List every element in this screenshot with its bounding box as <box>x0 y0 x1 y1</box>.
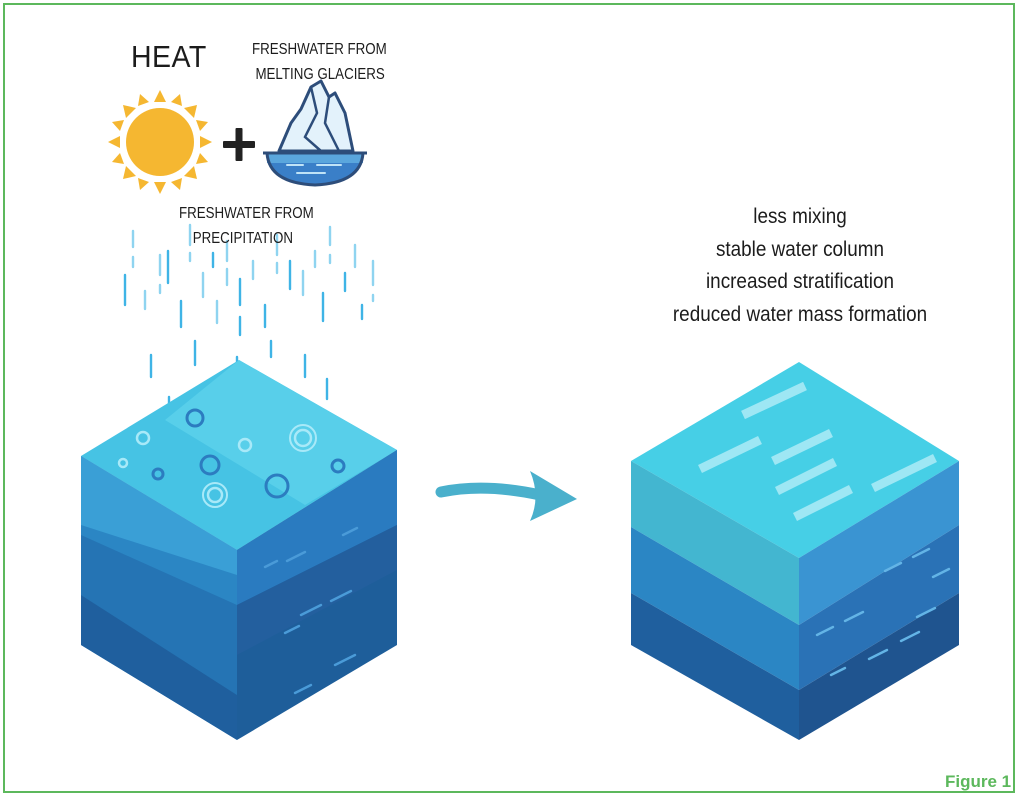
precipitation-freshwater-label: FRESHWATER FROM PRECIPITATION <box>179 201 314 251</box>
effect-less-mixing: less mixing <box>753 205 847 228</box>
figure-frame: HEAT FRESHWATER FROM MELTING GLACIERS FR… <box>3 3 1015 793</box>
heat-label: HEAT <box>131 39 207 74</box>
glacier-freshwater-label: FRESHWATER FROM MELTING GLACIERS <box>252 37 387 87</box>
figure-caption: Figure 1 <box>945 772 1012 791</box>
effect-reduced-formation: reduced water mass formation <box>672 302 928 326</box>
rain-icon <box>123 223 375 415</box>
precip-label-line-2: PRECIPITATION <box>192 230 293 247</box>
stratified-ocean-cube <box>631 362 959 740</box>
glacier-label-line-1: FRESHWATER FROM <box>252 41 387 58</box>
plus-icon <box>223 128 255 161</box>
effect-stratification: increased stratification <box>705 270 895 293</box>
precip-label-line-1: FRESHWATER FROM <box>179 205 314 222</box>
iceberg-icon <box>263 79 367 187</box>
diagram-illustration <box>81 79 959 740</box>
arrow-icon <box>435 471 577 521</box>
mixed-ocean-cube <box>81 360 397 740</box>
effect-stable-column: stable water column <box>715 237 885 261</box>
sun-icon <box>108 90 212 194</box>
effects-list: less mixing stable water column increase… <box>661 201 940 331</box>
glacier-label-line-2: MELTING GLACIERS <box>255 66 385 83</box>
